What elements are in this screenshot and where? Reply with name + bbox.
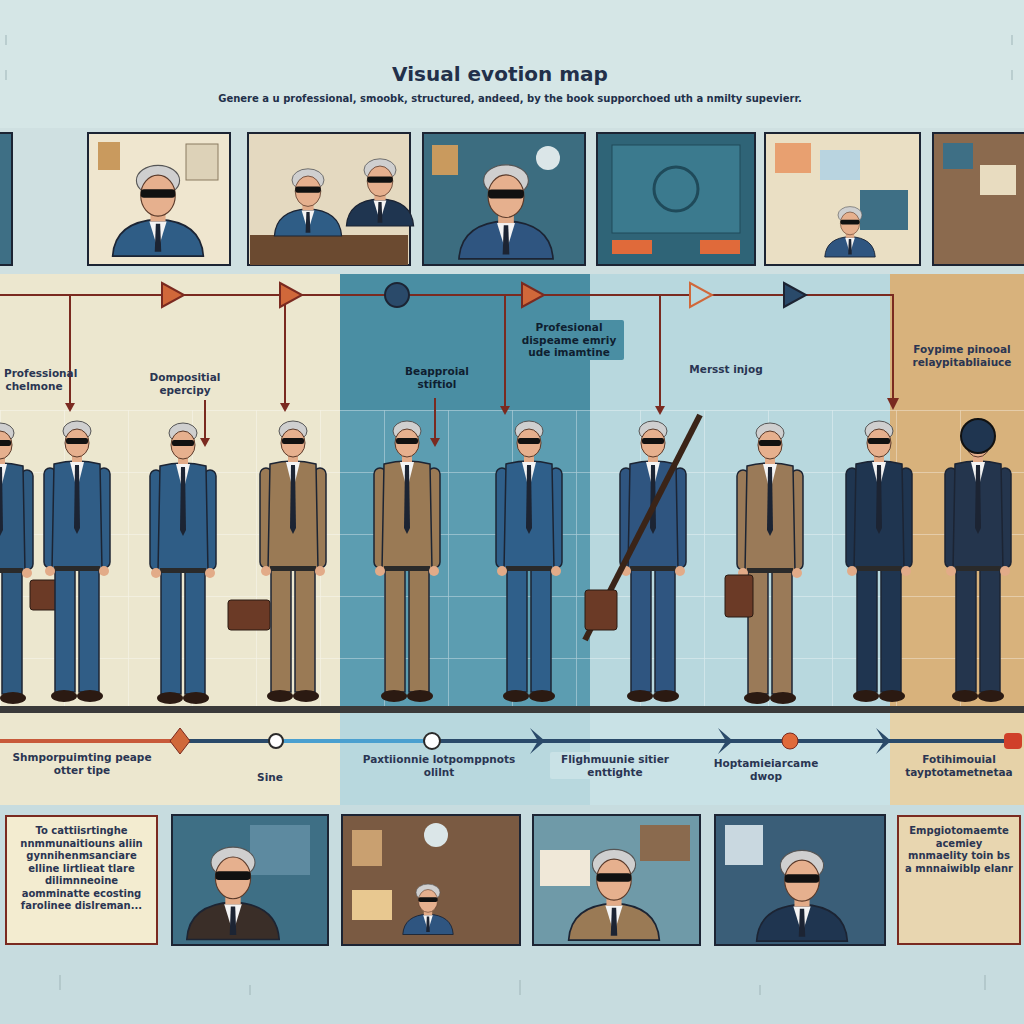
annotation-label: Paxtiionnie lotpomppnots olilnt bbox=[350, 752, 528, 779]
annotation-label: Hoptamieiarcame dwop bbox=[696, 756, 836, 783]
panel-text: Empgiotomaemte acemiey mnmaelity toin bs… bbox=[905, 825, 1013, 875]
annotation-label: Flighmuunie sitier enttighte bbox=[550, 752, 680, 779]
diagram-title: Visual evotion map bbox=[0, 62, 1000, 86]
annotation-label: Shmporpuimting peape otter tipe bbox=[2, 750, 162, 777]
annotation-label: Foypime pinooal relaypitabliaiuce bbox=[903, 342, 1021, 369]
diagram-subtitle: Genere a u professional, smoobk, structu… bbox=[110, 93, 910, 105]
annotation-label: Dompositial epercipy bbox=[140, 370, 230, 397]
annotation-label: Professional chelmone bbox=[2, 366, 66, 393]
annotation-label: Fotihimouial tayptotametnetaa bbox=[898, 752, 1020, 779]
annotation-label: Beapproial stiftiol bbox=[392, 364, 482, 391]
annotation-label: Sine bbox=[246, 770, 294, 785]
text-panel: To cattiisrtinghe nnmmunaitiouns aliin g… bbox=[5, 815, 158, 945]
text-panel: Empgiotomaemte acemiey mnmaelity toin bs… bbox=[897, 815, 1021, 945]
annotation-label: Mersst injog bbox=[686, 362, 766, 377]
panel-text: To cattiisrtinghe nnmmunaitiouns aliin g… bbox=[13, 825, 150, 913]
annotation-label: Profesional dispeame emriy ude imamtine bbox=[514, 320, 624, 360]
